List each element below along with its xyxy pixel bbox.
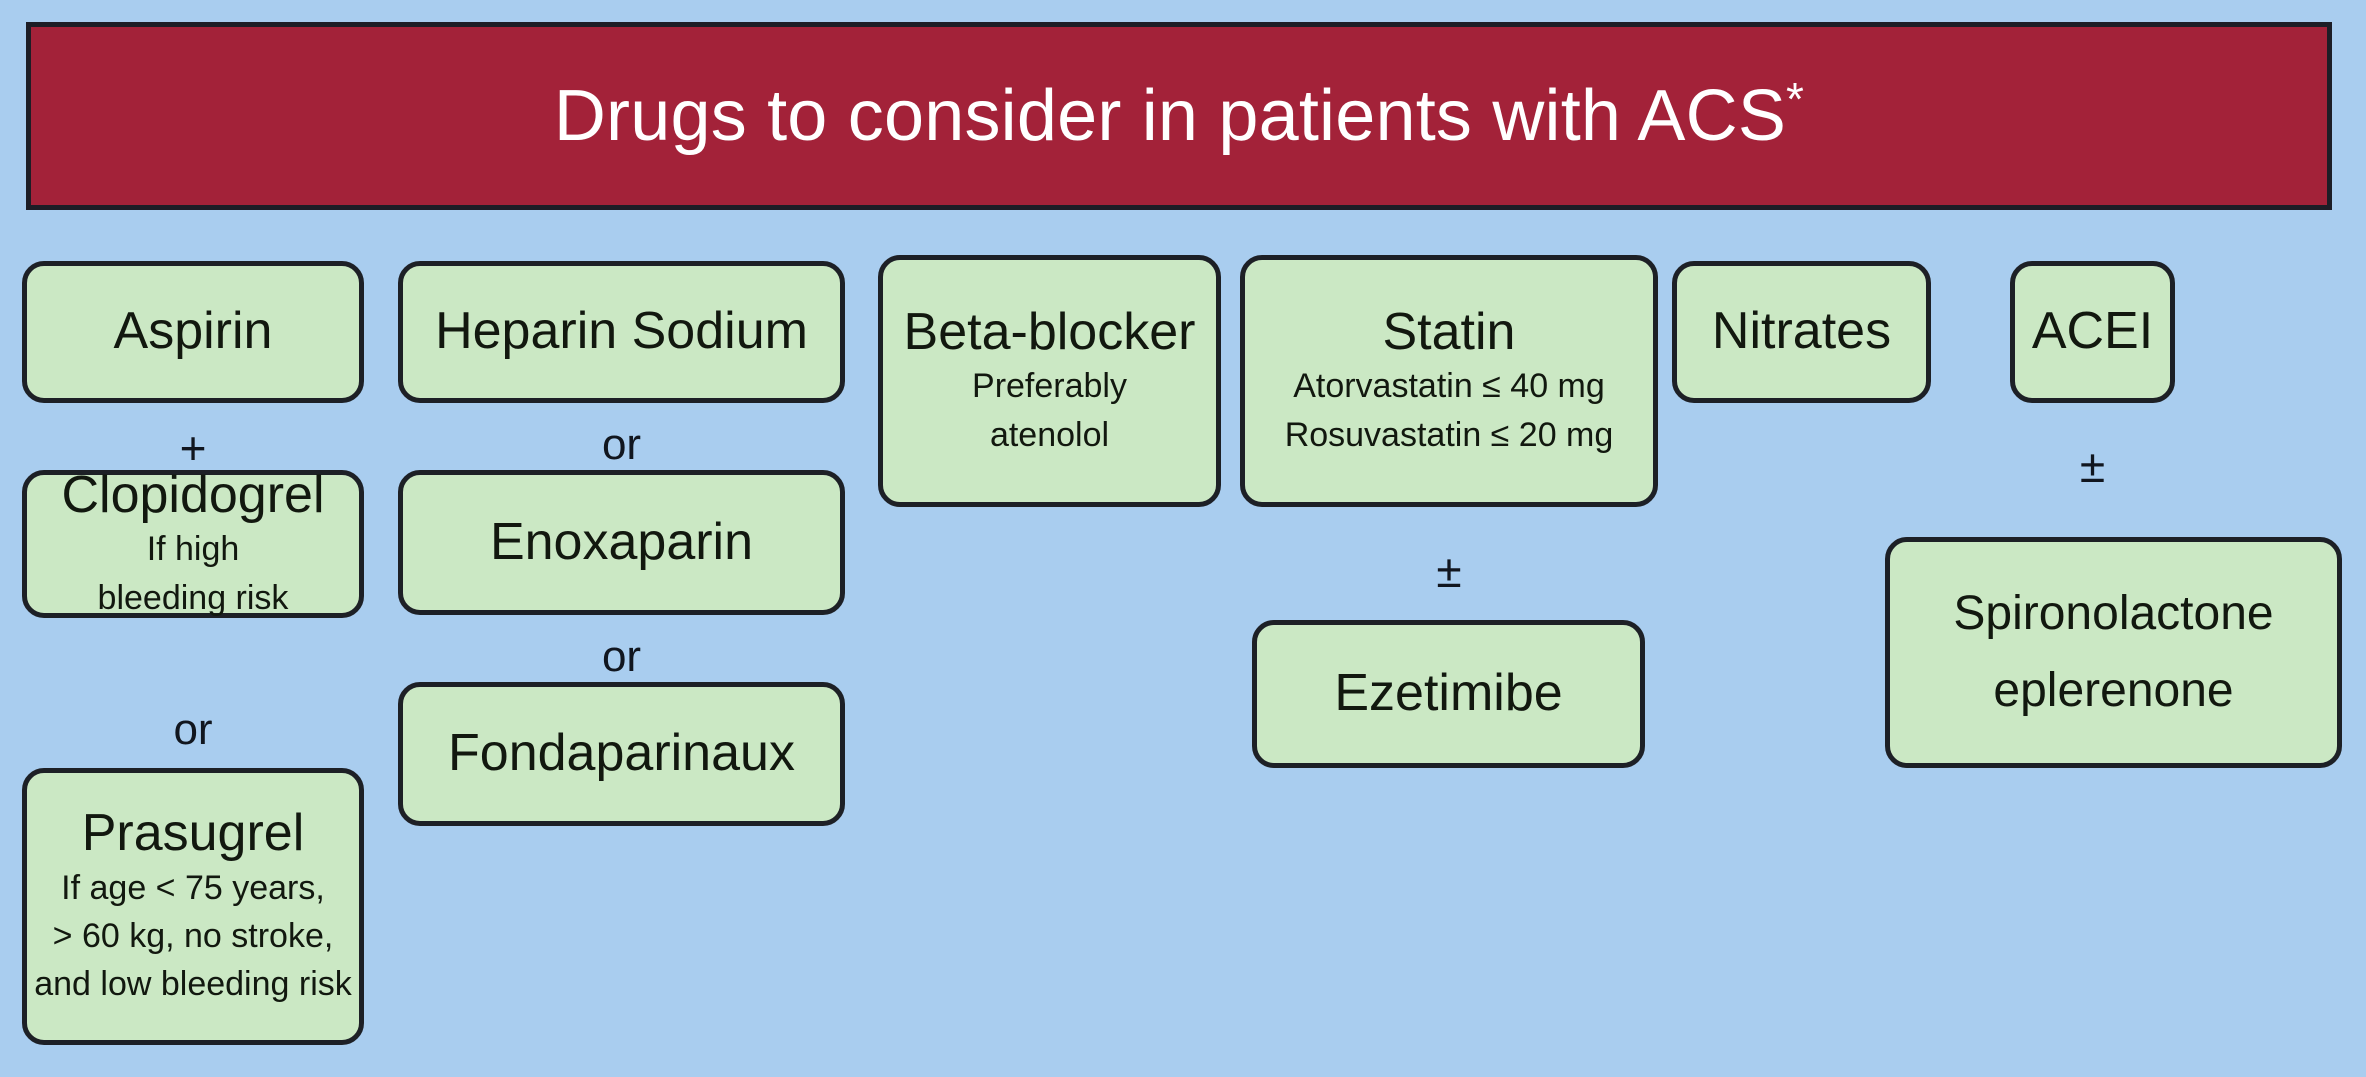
drug-name-prasugrel: Prasugrel [81,804,305,863]
drug-name-enoxaparin: Enoxaparin [489,512,754,571]
connector-or-heparin-enoxaparin: or [601,420,642,469]
drug-name-nitrates: Nitrates [1711,302,1892,361]
drug-box-ezetimibe[interactable]: Ezetimibe [1252,620,1645,768]
page-title-footnote-marker: * [1786,73,1805,125]
drug-note-prasugrel-2: > 60 kg, no stroke, [52,917,334,955]
drug-name-heparin-sodium: Heparin Sodium [435,302,808,361]
drug-box-spironolactone[interactable]: Spironolactone eplerenone [1885,537,2342,768]
drug-name-beta-blocker: Beta-blocker [903,303,1196,362]
drug-note-statin-2: Rosuvastatin ≤ 20 mg [1284,415,1614,454]
drug-box-statin[interactable]: Statin Atorvastatin ≤ 40 mg Rosuvastatin… [1240,255,1658,507]
drug-note-beta-blocker-1: Preferably [972,367,1127,406]
connector-plusminus-statin-ezetimibe: ± [1436,545,1462,597]
drug-note-clopidogrel-2: bleeding risk [97,578,289,617]
drug-name-eplerenone: eplerenone [1993,663,2234,717]
drug-note-beta-blocker-2: atenolol [989,415,1110,454]
page-title: Drugs to consider in patients with ACS* [554,76,1804,152]
connector-plus-antiplatelet: + [179,422,207,474]
drug-name-clopidogrel: Clopidogrel [61,466,325,525]
drug-note-statin-1: Atorvastatin ≤ 40 mg [1293,367,1605,406]
drug-note-prasugrel-1: If age < 75 years, [61,868,325,907]
drug-box-nitrates[interactable]: Nitrates [1672,261,1931,403]
drug-box-acei[interactable]: ACEI [2010,261,2175,403]
drug-name-ezetimibe: Ezetimibe [1334,664,1563,723]
title-banner: Drugs to consider in patients with ACS* [26,22,2332,210]
page-title-text: Drugs to consider in patients with ACS [553,76,1787,156]
drug-box-clopidogrel[interactable]: Clopidogrel If high bleeding risk [22,466,364,618]
drug-box-prasugrel[interactable]: Prasugrel If age < 75 years, > 60 kg, no… [22,768,364,1045]
drug-box-fondaparinaux[interactable]: Fondaparinaux [398,682,845,826]
connector-or-clopidogrel-prasugrel: or [173,705,213,754]
drug-box-beta-blocker[interactable]: Beta-blocker Preferably atenolol [878,255,1221,507]
drug-name-acei: ACEI [2031,302,2154,361]
drug-name-statin: Statin [1382,303,1516,362]
drug-note-clopidogrel-1: If high [146,530,240,569]
drug-box-enoxaparin[interactable]: Enoxaparin [398,470,845,615]
drug-name-spironolactone: Spironolactone [1953,586,2274,640]
drug-box-aspirin[interactable]: Aspirin [22,261,364,403]
connector-plusminus-acei-spironolactone: ± [2079,440,2106,492]
drug-box-heparin-sodium[interactable]: Heparin Sodium [398,261,845,403]
drug-note-prasugrel-3: and low bleeding risk [34,965,352,1004]
drug-name-aspirin: Aspirin [113,302,273,361]
connector-or-enoxaparin-fondaparinaux: or [601,632,642,681]
drug-name-fondaparinaux: Fondaparinaux [448,724,795,783]
